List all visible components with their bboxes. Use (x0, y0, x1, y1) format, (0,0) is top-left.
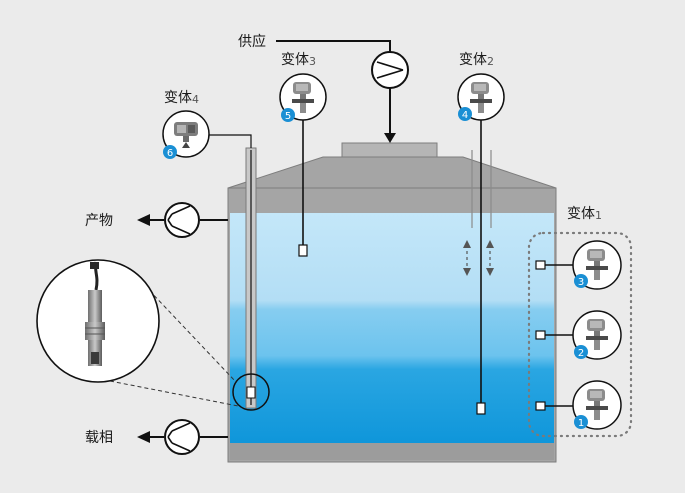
product-outlet (137, 202, 228, 238)
supply-label: 供应 (238, 33, 266, 50)
variant-2-label: 变体2 (459, 52, 494, 68)
tank-body (227, 187, 557, 463)
carrier-label: 载相 (85, 430, 113, 446)
transmitter-icon (586, 319, 608, 350)
supply-line (276, 40, 409, 143)
badge-1: 1 (578, 418, 584, 429)
variant-1-label: 变体1 (567, 206, 602, 222)
carrier-pump-icon (164, 419, 200, 455)
switch-connector-2 (535, 330, 575, 340)
probe-closeup-icon (85, 261, 105, 366)
variant-3-probe (298, 120, 308, 257)
housing-transmitter-icon (174, 122, 198, 148)
switch-connector-1 (535, 401, 575, 411)
transmitter-icon (470, 82, 492, 113)
device-circle-v3: 5 (279, 73, 327, 122)
variant-2-probe (463, 120, 494, 415)
badge-2: 2 (578, 348, 584, 359)
variant-4-label: 变体4 (164, 90, 199, 106)
liquid-layers (230, 213, 554, 443)
device-circle-v1-3: 3 (572, 240, 622, 290)
badge-4: 4 (462, 110, 468, 121)
variant-4-well-tube (200, 134, 270, 411)
device-circle-v1-2: 2 (572, 310, 622, 360)
transmitter-icon (292, 82, 314, 113)
switch-connector-3 (535, 260, 575, 270)
zoom-callout (36, 259, 239, 407)
tank-roof (227, 142, 557, 189)
transmitter-icon (586, 389, 608, 420)
product-label: 产物 (85, 213, 113, 229)
variant-3-label: 变体3 (281, 52, 316, 68)
variant-1-group (527, 231, 633, 438)
supply-pump-icon (371, 51, 409, 89)
badge-5: 5 (285, 111, 291, 122)
device-circle-v1-1: 1 (572, 380, 622, 430)
badge-6: 6 (167, 148, 173, 159)
travel-arrows-icon (463, 240, 494, 276)
detail-highlight-circle (232, 373, 270, 411)
carrier-outlet (137, 419, 228, 455)
device-circle-v2: 4 (457, 73, 505, 121)
badge-3: 3 (578, 277, 584, 288)
device-circle-v4: 6 (162, 110, 210, 159)
transmitter-icon (586, 249, 608, 280)
product-pump-icon (164, 202, 200, 238)
